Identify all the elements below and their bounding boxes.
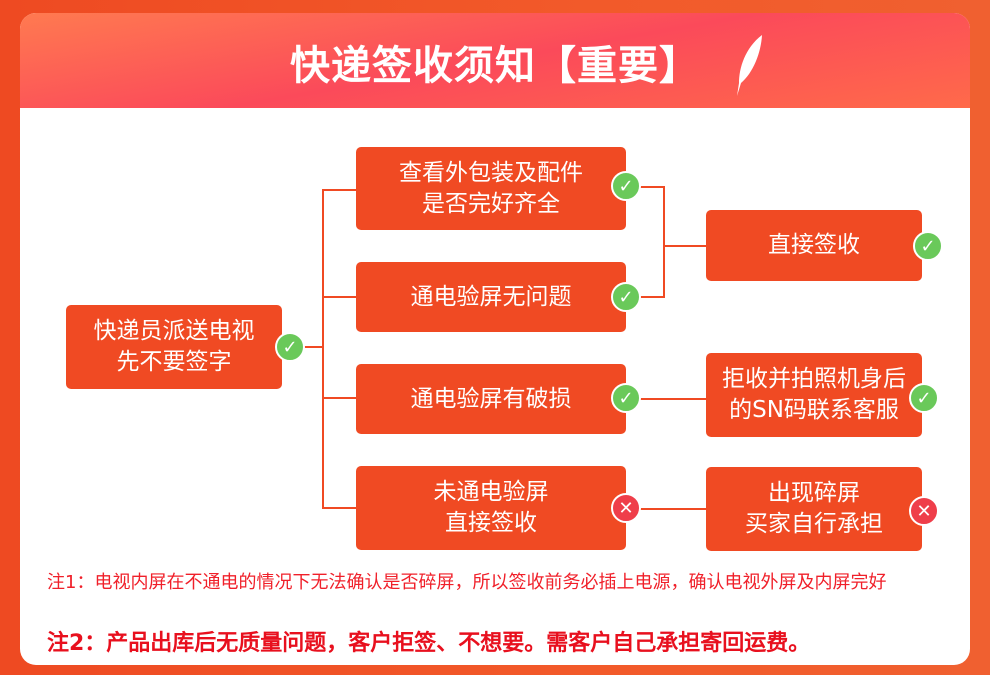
connector — [322, 397, 356, 399]
connector — [322, 296, 356, 298]
notice-card: 快递签收须知【重要】 快递员派送电视 先不要签字 查看外包装及配件 是否完好齐全… — [20, 13, 970, 665]
connector — [626, 186, 665, 188]
connector — [322, 189, 356, 191]
cross-icon: ✕ — [909, 496, 939, 526]
check-icon: ✓ — [611, 171, 641, 201]
node-power-broken: 通电验屏有破损 — [356, 364, 626, 434]
check-icon: ✓ — [275, 332, 305, 362]
header-banner: 快递签收须知【重要】 — [20, 13, 970, 108]
node-power-ok: 通电验屏无问题 — [356, 262, 626, 332]
connector — [626, 508, 706, 510]
node-start: 快递员派送电视 先不要签字 — [66, 305, 282, 389]
cross-icon: ✕ — [611, 493, 641, 523]
check-icon: ✓ — [611, 282, 641, 312]
note-1: 注1：电视内屏在不通电的情况下无法确认是否碎屏，所以签收前务必插上电源，确认电视… — [47, 572, 887, 593]
check-icon: ✓ — [913, 231, 943, 261]
connector — [663, 186, 665, 298]
node-buyer-bears: 出现碎屏 买家自行承担 — [706, 467, 922, 551]
check-icon: ✓ — [909, 383, 939, 413]
node-reject: 拒收并拍照机身后 的SN码联系客服 — [706, 353, 922, 437]
page-title: 快递签收须知【重要】 — [290, 43, 700, 89]
feather-icon — [737, 35, 762, 96]
check-icon: ✓ — [611, 383, 641, 413]
connector — [322, 189, 324, 509]
node-no-power: 未通电验屏 直接签收 — [356, 466, 626, 550]
node-check-package: 查看外包装及配件 是否完好齐全 — [356, 147, 626, 230]
connector — [322, 507, 356, 509]
node-sign: 直接签收 — [706, 210, 922, 281]
note-2: 注2：产品出库后无质量问题，客户拒签、不想要。需客户自己承担寄回运费。 — [47, 631, 811, 656]
connector — [626, 398, 706, 400]
connector — [663, 245, 706, 247]
connector — [626, 296, 665, 298]
